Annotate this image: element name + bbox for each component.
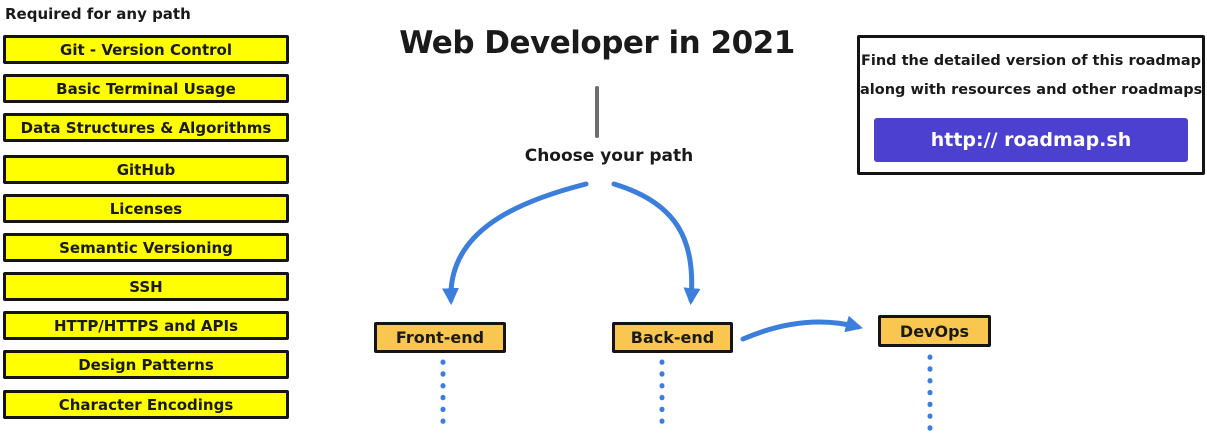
- path-box-devops[interactable]: DevOps: [878, 315, 991, 347]
- required-item-data-structures[interactable]: Data Structures & Algorithms: [3, 113, 289, 142]
- arrow-to-frontend: [441, 181, 589, 306]
- page-title: Web Developer in 2021: [399, 25, 795, 61]
- required-item-design-patterns[interactable]: Design Patterns: [3, 350, 289, 379]
- info-box-text-line1: Find the detailed version of this roadma…: [860, 53, 1202, 69]
- required-item-ssh[interactable]: SSH: [3, 272, 289, 301]
- info-box-text-line2: along with resources and other roadmaps: [860, 82, 1203, 98]
- roadmap-url-button[interactable]: http:// roadmap.sh: [874, 118, 1188, 162]
- required-item-semver[interactable]: Semantic Versioning: [3, 233, 289, 262]
- info-box: Find the detailed version of this roadma…: [857, 35, 1205, 175]
- required-section-heading: Required for any path: [5, 5, 191, 23]
- required-item-char-encodings[interactable]: Character Encodings: [3, 390, 289, 419]
- arrow-to-backend: [611, 181, 701, 306]
- required-item-licenses[interactable]: Licenses: [3, 194, 289, 223]
- choose-path-label: Choose your path: [524, 146, 694, 166]
- required-item-terminal[interactable]: Basic Terminal Usage: [3, 74, 289, 103]
- path-box-frontend[interactable]: Front-end: [374, 322, 506, 353]
- path-box-backend[interactable]: Back-end: [612, 322, 733, 353]
- required-item-http-apis[interactable]: HTTP/HTTPS and APIs: [3, 311, 289, 340]
- arrow-backend-to-devops: [740, 315, 863, 342]
- required-item-git[interactable]: Git - Version Control: [3, 35, 289, 64]
- required-item-github[interactable]: GitHub: [3, 155, 289, 184]
